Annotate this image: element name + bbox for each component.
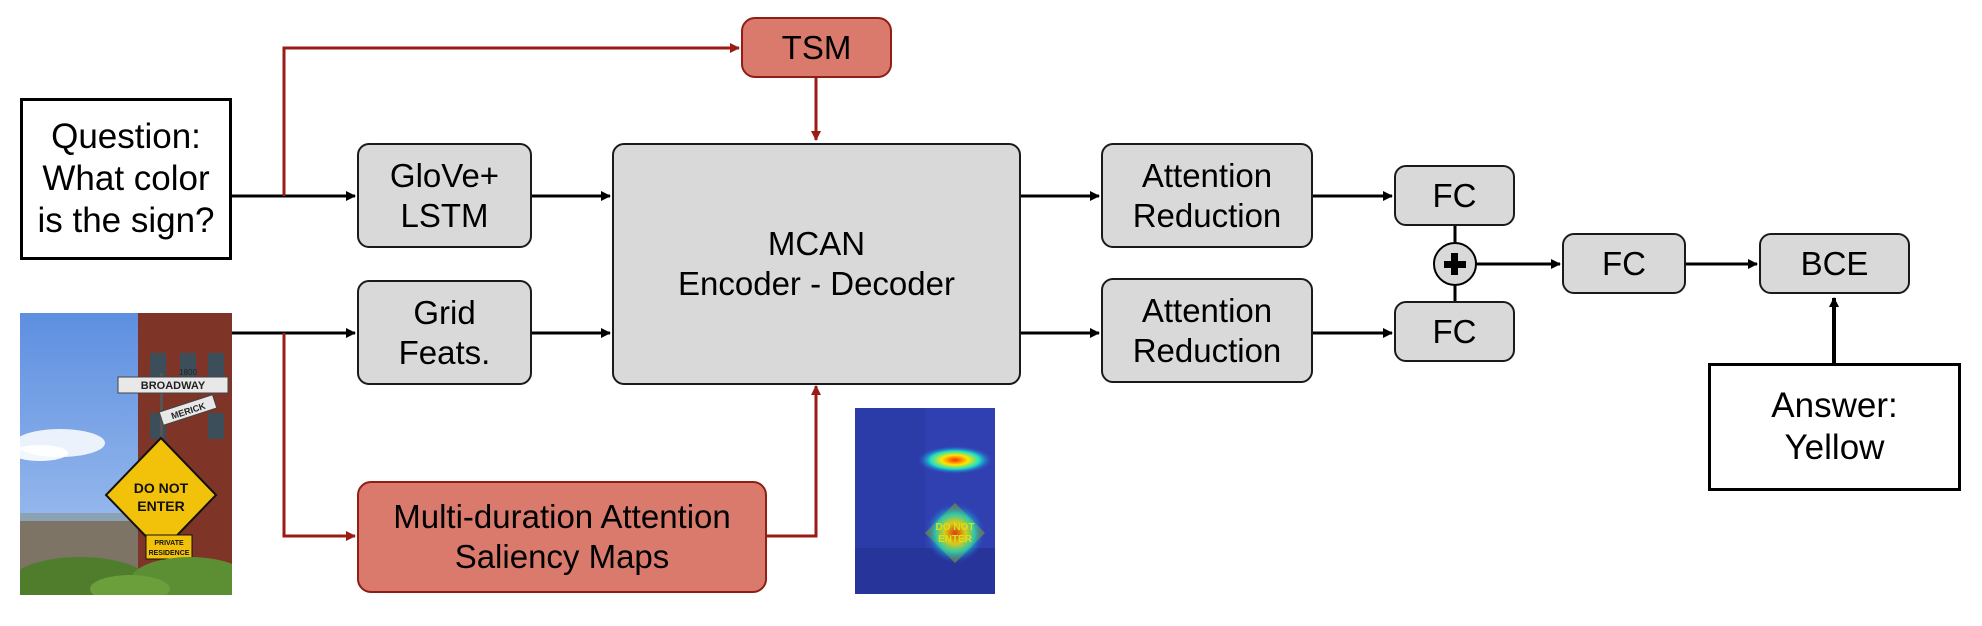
fc-merge-node: FC bbox=[1562, 233, 1686, 294]
attention-reduction-top-node: Attention Reduction bbox=[1101, 143, 1313, 248]
fc-bottom-node: FC bbox=[1394, 301, 1515, 362]
answer-box: Answer: Yellow bbox=[1708, 363, 1961, 491]
fc-top-label: FC bbox=[1432, 176, 1477, 214]
mcan-line-2: Encoder - Decoder bbox=[678, 265, 955, 302]
sum-operator bbox=[1433, 242, 1477, 286]
attention-reduction-top-line-1: Attention bbox=[1141, 156, 1273, 194]
glove-lstm-line-1: GloVe+ bbox=[389, 156, 500, 194]
grid-feats-node: Grid Feats. bbox=[357, 280, 532, 385]
saliency-line-2: Saliency Maps bbox=[454, 538, 670, 575]
arrow-image-to-saliency bbox=[282, 333, 356, 541]
heat-sign-line-2: ENTER bbox=[938, 534, 973, 545]
grid-feats-line-1: Grid bbox=[413, 293, 476, 331]
private-sign-line-1: PRIVATE bbox=[154, 540, 184, 547]
mcan-node: MCAN Encoder - Decoder bbox=[612, 143, 1021, 385]
tsm-label: TSM bbox=[781, 28, 852, 66]
arrow-question-to-tsm bbox=[282, 43, 740, 196]
mcan-line-1: MCAN bbox=[767, 225, 866, 262]
glove-lstm-node: GloVe+ LSTM bbox=[357, 143, 532, 248]
block-number-text: 1800 bbox=[179, 368, 197, 377]
fc-merge-label: FC bbox=[1602, 244, 1646, 282]
sign-line-2: ENTER bbox=[137, 498, 184, 514]
input-image: BROADWAY 1800 MERICK DO NOT ENTER PRIVAT… bbox=[20, 313, 232, 595]
saliency-heatmap-image: DO NOT ENTER bbox=[855, 408, 995, 594]
sign-line-1: DO NOT bbox=[134, 480, 189, 496]
fc-bottom-label: FC bbox=[1432, 312, 1477, 350]
question-box: Question: What color is the sign? bbox=[20, 98, 232, 260]
private-sign-line-2: RESIDENCE bbox=[149, 550, 190, 557]
question-line-2: What color bbox=[42, 159, 210, 198]
bce-label: BCE bbox=[1800, 244, 1869, 282]
answer-line-2: Yellow bbox=[1784, 428, 1885, 467]
heat-sign-line-1: DO NOT bbox=[936, 522, 975, 533]
attention-reduction-top-line-2: Reduction bbox=[1132, 196, 1282, 234]
question-line-3: is the sign? bbox=[37, 201, 215, 240]
attention-reduction-bottom-line-2: Reduction bbox=[1132, 331, 1282, 369]
grid-feats-line-2: Feats. bbox=[398, 333, 491, 371]
street-sign-text: BROADWAY bbox=[141, 380, 206, 392]
glove-lstm-line-2: LSTM bbox=[400, 196, 489, 234]
saliency-maps-node: Multi-duration Attention Saliency Maps bbox=[357, 481, 767, 593]
tsm-node: TSM bbox=[741, 17, 892, 78]
fc-top-node: FC bbox=[1394, 165, 1515, 226]
attention-reduction-bottom-node: Attention Reduction bbox=[1101, 278, 1313, 383]
bce-node: BCE bbox=[1759, 233, 1910, 294]
saliency-line-1: Multi-duration Attention bbox=[393, 498, 731, 535]
arrow-saliency-to-mcan bbox=[767, 385, 821, 538]
answer-line-1: Answer: bbox=[1771, 386, 1898, 425]
question-line-1: Question: bbox=[51, 117, 201, 156]
attention-reduction-bottom-line-1: Attention bbox=[1141, 291, 1273, 329]
